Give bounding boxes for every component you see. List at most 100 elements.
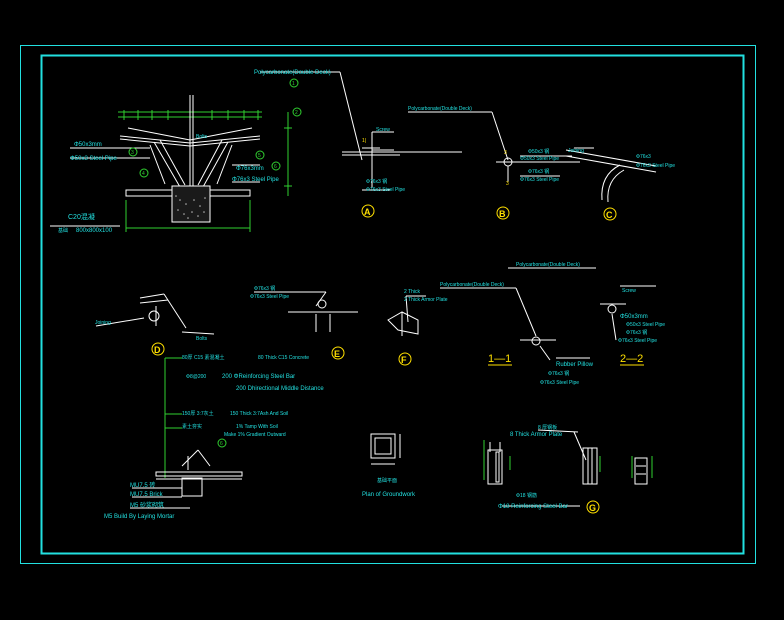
detail-g-bar-en: Φ18 Reinforcing Steel Bar <box>498 504 568 510</box>
paving-l1b: 80 Thick C15 Concrete <box>258 355 309 361</box>
detail-a-marker <box>361 204 375 218</box>
detail-d-joining: Joining <box>95 320 111 326</box>
groundwork-plan-en: Plan of Groundwork <box>362 492 416 498</box>
detail-a-marker-label: A <box>364 207 371 217</box>
detail-d-drawing <box>95 293 215 335</box>
paving-l5: MU7.5 砖 <box>130 481 155 489</box>
section-1-1-drawing <box>440 267 596 361</box>
outer-frame <box>20 45 756 564</box>
canopy-steelpipe76-label: Φ76x3 Steel Pipe <box>232 177 279 183</box>
paving-l2a: Φ8@200 <box>186 374 206 380</box>
paving-callout-6: 6 <box>220 441 223 447</box>
detail-g-bar: Φ18 钢筋 <box>516 492 537 499</box>
canopy-polycarbonate-label: Polycarbonate(Double Deck) <box>254 70 331 76</box>
detail-e-marker <box>331 346 345 360</box>
detail-b-drawing <box>408 111 580 182</box>
detail-b-polycarbonate: Polycarbonate(Double Deck) <box>408 106 472 112</box>
detail-b-num1: 3 <box>504 150 507 156</box>
paving-l8: M5 Build By Laying Mortar <box>104 514 174 520</box>
detail-b-steelpipe1: Φ50x3 Steel Pipe <box>520 156 559 162</box>
section-1-1-pillow: Rubber Pillow <box>556 362 594 368</box>
inner-frame <box>40 54 745 555</box>
paving-l2b: 200 ΦReinforcing Steel Bar <box>222 374 295 380</box>
detail-g-marker-label: G <box>589 503 596 513</box>
detail-g-marker <box>586 500 600 514</box>
detail-b-pipe2: Φ76x3 钢 <box>528 168 549 175</box>
detail-g-drawing <box>487 429 648 507</box>
section-1-1-polycarbonate: Polycarbonate(Double Deck) <box>440 282 504 288</box>
groundwork-plan-cn: 基础平面 <box>377 477 397 484</box>
detail-a-drawing <box>342 131 462 191</box>
section-2-2-steel-pipe1: Φ50x3 Steel Pipe <box>626 322 665 328</box>
detail-b-pipe1: Φ50x3 钢 <box>528 148 549 155</box>
section-2-2-drawing <box>600 285 656 341</box>
detail-b-steelpipe2: Φ76x3 Steel Pipe <box>520 177 559 183</box>
detail-c-marker-label: C <box>606 210 613 220</box>
callout-1: 1 <box>292 81 295 87</box>
detail-a-section-mark: 1| <box>362 138 366 144</box>
detail-f-marker-label: F <box>401 355 407 365</box>
canopy-elevation-detail <box>50 71 363 232</box>
detail-b-marker <box>496 206 510 220</box>
footing-size-label: 800x800x100 <box>76 228 113 234</box>
callout-4: 4 <box>142 171 145 177</box>
section-2-2-polycarbonate: Polycarbonate(Double Deck) <box>516 262 580 268</box>
canopy-steelpipe50-label: Φ50x3 Steel Pipe <box>70 156 117 162</box>
detail-a-steel-pipe: Φ76x3 Steel Pipe <box>366 187 405 193</box>
detail-d-bolts: Bolts <box>196 336 208 342</box>
paving-layers <box>130 449 243 509</box>
detail-b-num2: 3 <box>506 181 509 187</box>
detail-c-marker <box>603 207 617 221</box>
section-2-2-screw: Screw <box>622 288 636 294</box>
canopy-callouts <box>128 78 302 178</box>
paving-callout-circle <box>217 438 227 448</box>
section-2-2-pipe1: Φ50x3mm <box>620 314 648 320</box>
paving-l1a: 80厚 C15 素混凝土 <box>182 354 225 361</box>
detail-e-steel-pipe: Φ76x3 Steel Pipe <box>250 294 289 300</box>
section-1-1-pipe: Φ76x3 钢 <box>548 370 569 377</box>
callout-2: 2 <box>295 110 298 116</box>
detail-b-marker-label: B <box>499 209 506 219</box>
paving-l3b: 150 Thick 3:7Ash And Soil <box>230 411 288 417</box>
concrete-label: C20混凝 <box>68 212 95 221</box>
callout-6: 6 <box>274 164 277 170</box>
paving-l6: MU7.5 Brick <box>130 492 164 498</box>
detail-c-joining: Joining <box>568 148 584 154</box>
detail-c-steel-pipe: Φ76x3 Steel Pipe <box>636 163 675 169</box>
paving-l3a: 150厚 3:7灰土 <box>182 410 214 417</box>
paving-l2c: 200 Dhirectional Middle Distance <box>236 386 324 392</box>
detail-f-drawing <box>387 295 426 336</box>
detail-g-dims <box>483 440 653 480</box>
detail-g-plate: 8 Thick Armor Plate <box>510 432 563 438</box>
detail-a-screw: Screw <box>376 127 390 133</box>
detail-c-pipe: Φ76x3 <box>636 154 651 160</box>
section-2-2-label: 2—2 <box>620 353 643 365</box>
detail-f-marker <box>398 352 412 366</box>
canopy-pipe76-label: Φ76x3mm <box>236 166 264 172</box>
gravel-fill <box>175 195 206 219</box>
callout-3: 3 <box>131 150 134 156</box>
detail-d-marker <box>151 342 165 356</box>
detail-g-thick: 8 厚钢板 <box>538 424 557 431</box>
detail-e-drawing <box>254 291 358 332</box>
detail-e-pipe: Φ76x3 钢 <box>254 285 275 292</box>
canopy-bolts-label: Bolts <box>196 134 208 140</box>
paving-l4a: 素土夯实 <box>182 423 202 430</box>
paving-l4c: Make 1% Gradient Outward <box>224 432 286 438</box>
paving-l7: M5 砂浆砌筑 <box>130 501 164 509</box>
canopy-pipe50-label: Φ50x3mm <box>74 142 102 148</box>
callout-5: 5 <box>258 153 261 159</box>
footing-prefix: 基础 <box>58 227 68 234</box>
detail-f-thick: 2 Thick <box>404 289 421 295</box>
section-2-2-steel-pipe2: Φ76x3 Steel Pipe <box>618 338 657 344</box>
detail-d-marker-label: D <box>154 345 161 355</box>
section-2-2-pipe2: Φ76x3 钢 <box>626 329 647 336</box>
detail-a-pipe: Φ76x3 钢 <box>366 178 387 185</box>
paving-l4b: 1% Tamp With Soil <box>236 424 278 430</box>
detail-e-marker-label: E <box>334 349 340 359</box>
section-1-1-label: 1—1 <box>488 353 511 365</box>
detail-c-drawing <box>565 147 657 203</box>
detail-f-plate: 2 Thick Armor Plate <box>404 297 448 303</box>
section-1-1-steel-pipe: Φ76x3 Steel Pipe <box>540 380 579 386</box>
